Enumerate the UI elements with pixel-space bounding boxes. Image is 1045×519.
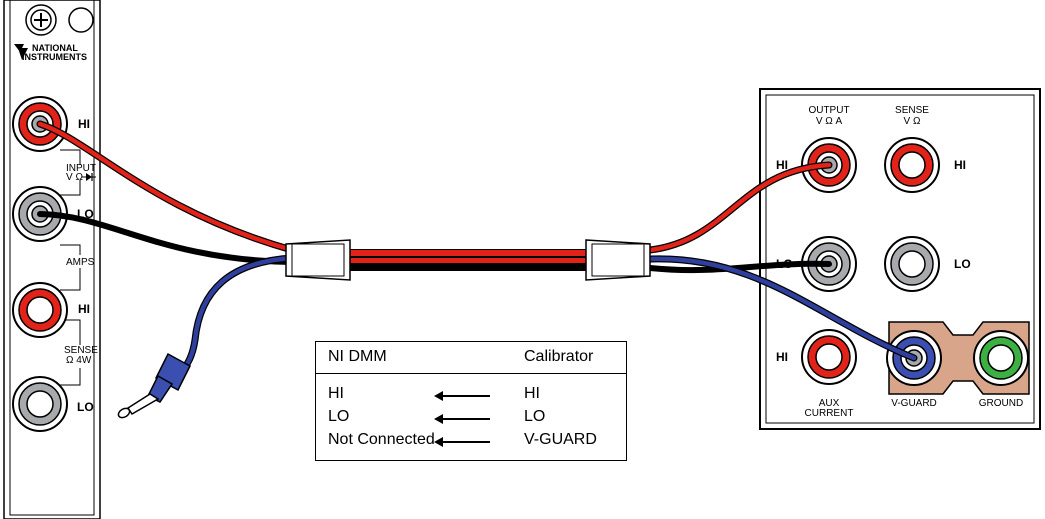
cal-aux-label1: AUX (819, 398, 840, 409)
legend-row-right: HI (524, 385, 540, 402)
left-arrow-icon (434, 414, 490, 424)
cal-aux-current-jack[interactable] (801, 329, 857, 385)
cal-ground-label: GROUND (979, 398, 1023, 409)
calibrator-panel: OUTPUT V Ω A SENSE V Ω HI HI LO LO HI AU… (759, 88, 1041, 430)
cal-out-hi-label: HI (776, 158, 788, 172)
dmm-sense-lo-label: LO (77, 400, 94, 414)
left-arrow-icon (434, 437, 490, 447)
dmm-sense-sub: Ω 4W (66, 355, 92, 366)
black-wire-cal (647, 260, 832, 274)
legend-row: HI HI (316, 385, 626, 407)
dmm-sense-lo-jack[interactable] (12, 376, 68, 432)
cable-boot-left (285, 239, 351, 281)
legend-row-right: V-GUARD (524, 431, 597, 448)
cal-sense-hi-label: HI (954, 158, 966, 172)
cal-sense-sub: V Ω (904, 116, 921, 127)
legend-row-left: HI (328, 385, 344, 402)
black-wire-dmm (37, 211, 295, 265)
legend-row-right: LO (524, 408, 546, 425)
left-arrow-icon (434, 391, 490, 401)
diode-icon (82, 173, 96, 181)
cal-output-label: OUTPUT (808, 105, 849, 116)
dmm-amps-hi-jack[interactable] (12, 282, 68, 338)
panel-screw-icon (25, 4, 57, 36)
cal-output-sub: V Ω A (816, 116, 843, 127)
ni-dmm-panel: NATIONAL INSTRUMENTS HI INPUT V Ω LO AMP… (3, 0, 101, 519)
panel-hole (68, 7, 94, 33)
cal-ground-jack[interactable] (973, 330, 1029, 386)
legend-header: NI DMM Calibrator (316, 342, 626, 374)
legend-col1-header: NI DMM (328, 348, 387, 365)
dmm-amps-hi-label: HI (78, 302, 90, 316)
wires (36, 120, 918, 376)
brand-line1: NATIONAL (32, 43, 78, 53)
dmm-input-label: INPUT (66, 163, 96, 174)
brand-line2: INSTRUMENTS (22, 52, 87, 62)
cal-vguard-label: V-GUARD (891, 398, 937, 409)
dmm-input-sub: V Ω (66, 172, 83, 183)
blue-wire-dmm (176, 254, 296, 376)
legend-row: Not Connected V-GUARD (316, 431, 626, 453)
cal-sense-lo-label: LO (954, 257, 971, 271)
cal-sense-label: SENSE (895, 105, 929, 116)
dmm-amps-label: AMPS (66, 257, 95, 268)
cal-sense-lo-jack[interactable] (884, 236, 940, 292)
legend-row: LO LO (316, 408, 626, 430)
ni-logo-icon (14, 44, 28, 60)
legend-col2-header: Calibrator (524, 348, 594, 365)
cal-aux-label2: CURRENT (805, 408, 854, 419)
cal-sense-hi-jack[interactable] (884, 137, 940, 193)
legend-row-left: LO (328, 408, 350, 425)
cal-aux-hi-label: HI (776, 350, 788, 364)
connection-legend: NI DMM Calibrator HI HI LO LO Not Connec… (315, 341, 627, 461)
dmm-sense-label: SENSE (64, 345, 98, 356)
banana-plug-icon (117, 352, 191, 419)
dmm-hi-label: HI (78, 117, 90, 131)
cable-boot-right (585, 239, 651, 281)
legend-row-left: Not Connected (328, 431, 435, 448)
